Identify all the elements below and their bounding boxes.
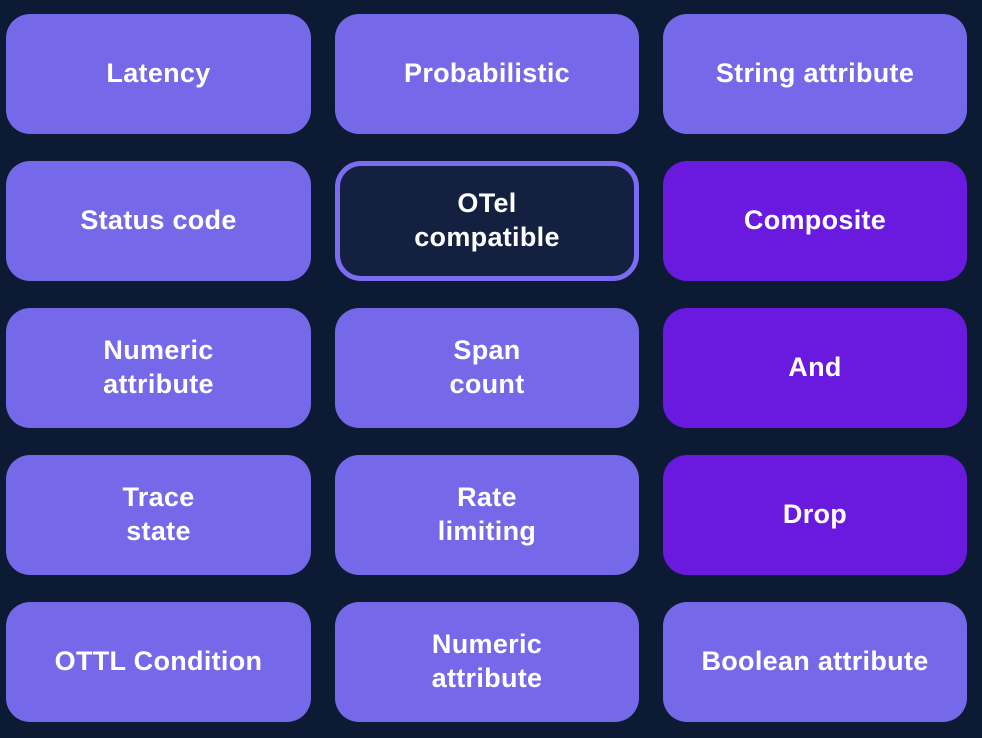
card-composite[interactable]: Composite <box>663 161 967 281</box>
card-status-code[interactable]: Status code <box>6 161 311 281</box>
card-label: Numeric attribute <box>431 629 543 693</box>
card-label: Trace state <box>122 482 195 546</box>
card-label: Probabilistic <box>404 58 570 89</box>
card-label: Drop <box>782 499 848 530</box>
card-label: Status code <box>80 205 237 236</box>
card-label: Numeric attribute <box>103 335 214 399</box>
card-label: And <box>788 352 842 383</box>
card-label: Rate limiting <box>437 482 537 546</box>
card-label: Latency <box>106 58 211 89</box>
card-label: Composite <box>743 205 887 236</box>
card-otel-compatible[interactable]: OTel compatible <box>335 161 639 281</box>
card-boolean-attribute[interactable]: Boolean attribute <box>663 602 967 722</box>
card-label: Boolean attribute <box>701 646 929 677</box>
card-label: OTTL Condition <box>54 646 263 677</box>
card-numeric-attribute-2[interactable]: Numeric attribute <box>335 602 639 722</box>
card-string-attribute[interactable]: String attribute <box>663 14 967 134</box>
card-drop[interactable]: Drop <box>663 455 967 575</box>
card-rate-limiting[interactable]: Rate limiting <box>335 455 639 575</box>
card-probabilistic[interactable]: Probabilistic <box>335 14 639 134</box>
card-trace-state[interactable]: Trace state <box>6 455 311 575</box>
card-label: OTel compatible <box>414 188 560 252</box>
card-numeric-attribute[interactable]: Numeric attribute <box>6 308 311 428</box>
card-ottl-condition[interactable]: OTTL Condition <box>6 602 311 722</box>
card-label: String attribute <box>715 58 915 89</box>
card-label: Span count <box>449 335 525 399</box>
card-latency[interactable]: Latency <box>6 14 311 134</box>
card-span-count[interactable]: Span count <box>335 308 639 428</box>
card-and[interactable]: And <box>663 308 967 428</box>
